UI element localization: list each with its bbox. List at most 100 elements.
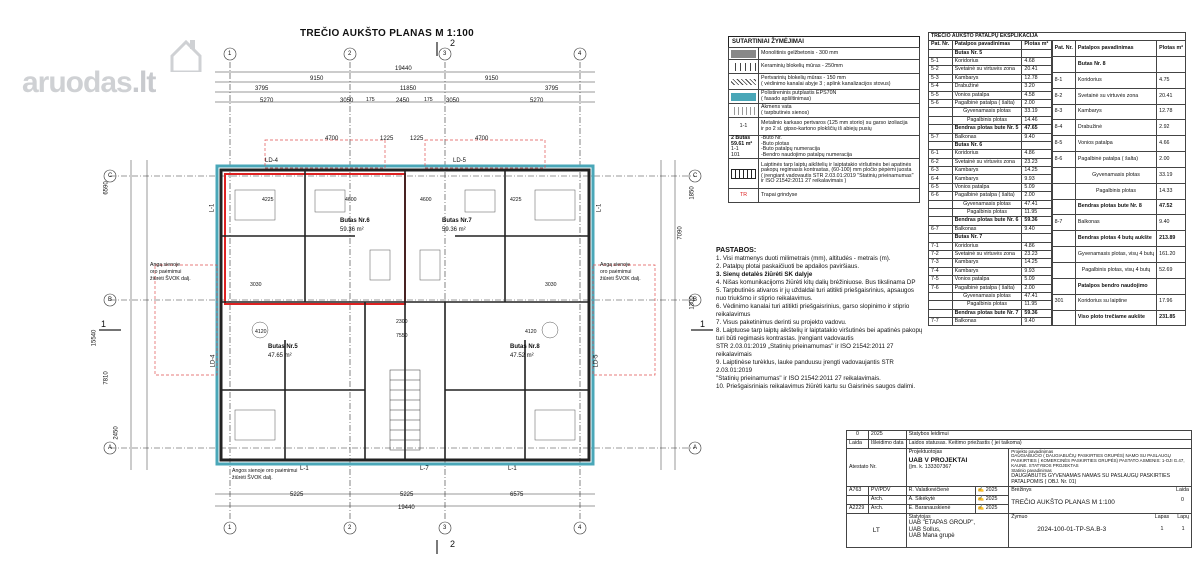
explication-cell-no: 8-5 bbox=[1051, 135, 1076, 153]
explication-cell-no bbox=[1051, 246, 1076, 264]
cert-label: Atestato Nr. bbox=[846, 447, 907, 488]
apartment-6-label: Butas Nr.6 bbox=[340, 218, 370, 224]
sheet-rev-label: Laida bbox=[1176, 487, 1189, 494]
explication-cell-no bbox=[928, 140, 953, 151]
explication-cell-area: 4.75 bbox=[1156, 71, 1186, 89]
legend-code: 101 bbox=[731, 151, 740, 158]
explication-cell-no bbox=[928, 233, 953, 243]
note-line: 3. Sienų detalės žiūrėti SK dalyje bbox=[716, 271, 813, 278]
person-year: 2025 bbox=[985, 496, 998, 503]
explication-cell-no bbox=[1051, 198, 1076, 216]
dim-bottom-3: 6575 bbox=[510, 492, 524, 498]
explication-cell-name: Gyvenamasis plotas bbox=[1074, 166, 1158, 184]
explication-cell-area: 9.93 bbox=[1021, 266, 1052, 277]
note-line: 7. Visus paketinimus derinti su projekto… bbox=[716, 319, 847, 326]
legend-item: ( fasado apšiltinimas) bbox=[761, 95, 812, 102]
balcony-label-l7: L-7 bbox=[420, 466, 429, 472]
person-role: PV/PDV bbox=[867, 486, 907, 497]
room-dim-6: 3030 bbox=[545, 282, 557, 288]
legend-item: Keraminių blokelių mūras - 250mm bbox=[758, 59, 920, 74]
explication-cell-area: 4.66 bbox=[1156, 135, 1186, 153]
balcony-label-l1-b: L-1 bbox=[596, 203, 603, 213]
dim-top-9: 2450 bbox=[396, 98, 410, 104]
explication-cell-no: 5-7 bbox=[928, 132, 953, 142]
note-line: 2. Patalpų plotai paskaičiuoti be apdail… bbox=[716, 263, 860, 270]
header-cell: Pat. Nr. bbox=[928, 40, 953, 50]
dim-right-3: 1300 bbox=[689, 296, 696, 310]
designer-code: (Įm. k. 133307367 bbox=[908, 463, 952, 470]
explication-cell-name: Pagalbinė patalpa ( šalta) bbox=[1074, 151, 1158, 168]
explication-cell-area: 17.96 bbox=[1156, 293, 1186, 311]
notes-block: PASTABOS: 1. Visi matmenys duoti milimet… bbox=[716, 247, 928, 391]
explication-cell-area: 14.25 bbox=[1021, 258, 1052, 268]
balcony-label-l1-a: L-1 bbox=[209, 203, 216, 213]
annotation-line: oro paėmimui bbox=[150, 269, 182, 275]
explication-cell-name: Svetainė su virtuvės zona bbox=[951, 249, 1023, 260]
explication-row: Butas Nr. 8 bbox=[1051, 56, 1186, 73]
explication-cell-area: 231.85 bbox=[1156, 309, 1186, 327]
explication-cell-no: 8-2 bbox=[1051, 87, 1076, 105]
explication-cell-name: Svetainė su virtuvės zona bbox=[951, 157, 1023, 168]
note-line: STR 2.03.01:2019 „Statinių prieinamumas"… bbox=[716, 343, 894, 358]
sheet-rev-no: 0 bbox=[1181, 497, 1184, 504]
person-name: R. Valatkevičienė bbox=[905, 486, 976, 497]
axis-b-left: B bbox=[108, 297, 113, 303]
explication-cell-area: 14.46 bbox=[1021, 115, 1052, 126]
legend-panel: SUTARTINIAI ŽYMĖJIMAI Monolitinis gelžbe… bbox=[728, 36, 920, 204]
dim-top-15: 1225 bbox=[410, 136, 424, 142]
explication-cell-no bbox=[928, 308, 953, 319]
dim-left-1: 6590 bbox=[103, 181, 110, 195]
explication-cell-name: Pagalbinis plotas bbox=[951, 207, 1023, 218]
explication-cell-name: Kambarys bbox=[951, 174, 1023, 184]
legend-item: -Buto patalpų numeracija bbox=[761, 146, 820, 153]
explication-cell-no bbox=[928, 124, 953, 134]
note-line: 1. Visi matmenys duoti milimetrais (mm),… bbox=[716, 255, 891, 262]
axis-c-left: C bbox=[108, 173, 113, 179]
note-line: turi būti regimasis kontrastas. Įrengian… bbox=[716, 335, 854, 342]
explication-cell-area: 4.68 bbox=[1021, 56, 1052, 67]
explication-cell-area: 9.40 bbox=[1021, 132, 1052, 142]
explication-cell-area: 2.92 bbox=[1156, 119, 1186, 137]
balcony-label-l1-d: L-1 bbox=[508, 466, 517, 472]
explication-cell-area: 9.40 bbox=[1021, 317, 1052, 327]
legend-item: -Buto plotas bbox=[761, 140, 790, 147]
explication-cell-no: 6-5 bbox=[928, 182, 953, 193]
explication-cell-no: 301 bbox=[1051, 293, 1076, 311]
explication-cell-area bbox=[1156, 277, 1186, 295]
legend-item: Metalinio karkaso pertvaros (125 mm stor… bbox=[761, 119, 908, 126]
explication-cell-name: Gyvenamasis plotas bbox=[951, 291, 1023, 302]
explication-cell-area: 20.41 bbox=[1021, 65, 1052, 75]
explication-row: Butas Nr. 6 bbox=[928, 140, 1052, 151]
explication-row: Butas Nr. 5 bbox=[928, 48, 1052, 59]
axis-c-right: C bbox=[693, 173, 698, 179]
dim-total-top: 19440 bbox=[395, 66, 412, 72]
room-dim-2: 4600 bbox=[345, 197, 357, 203]
header-cell: Pat. Nr. bbox=[1051, 40, 1076, 58]
room-dim-7: 4120 bbox=[255, 329, 267, 335]
explication-cell-area: 2.00 bbox=[1021, 283, 1052, 293]
explication-cell-no: 7-5 bbox=[928, 275, 953, 285]
explication-cell-name: Viso ploto trečiame aukšte bbox=[1074, 309, 1158, 327]
annotation-line: žiūrėti ŠVOK dalį. bbox=[600, 276, 641, 282]
explication-cell-name: Balkonas bbox=[951, 317, 1023, 327]
explication-cell-no: 6-6 bbox=[928, 191, 953, 201]
explication-cell-area: 5.09 bbox=[1021, 275, 1052, 285]
dim-top-3: 3795 bbox=[255, 86, 269, 92]
explication-cell-name: Gyvenamasis plotas, visų 4 butų bbox=[1074, 246, 1158, 264]
explication-cell-area: 2.00 bbox=[1021, 191, 1052, 201]
explication-cell-name: Koridorius bbox=[1074, 71, 1158, 89]
